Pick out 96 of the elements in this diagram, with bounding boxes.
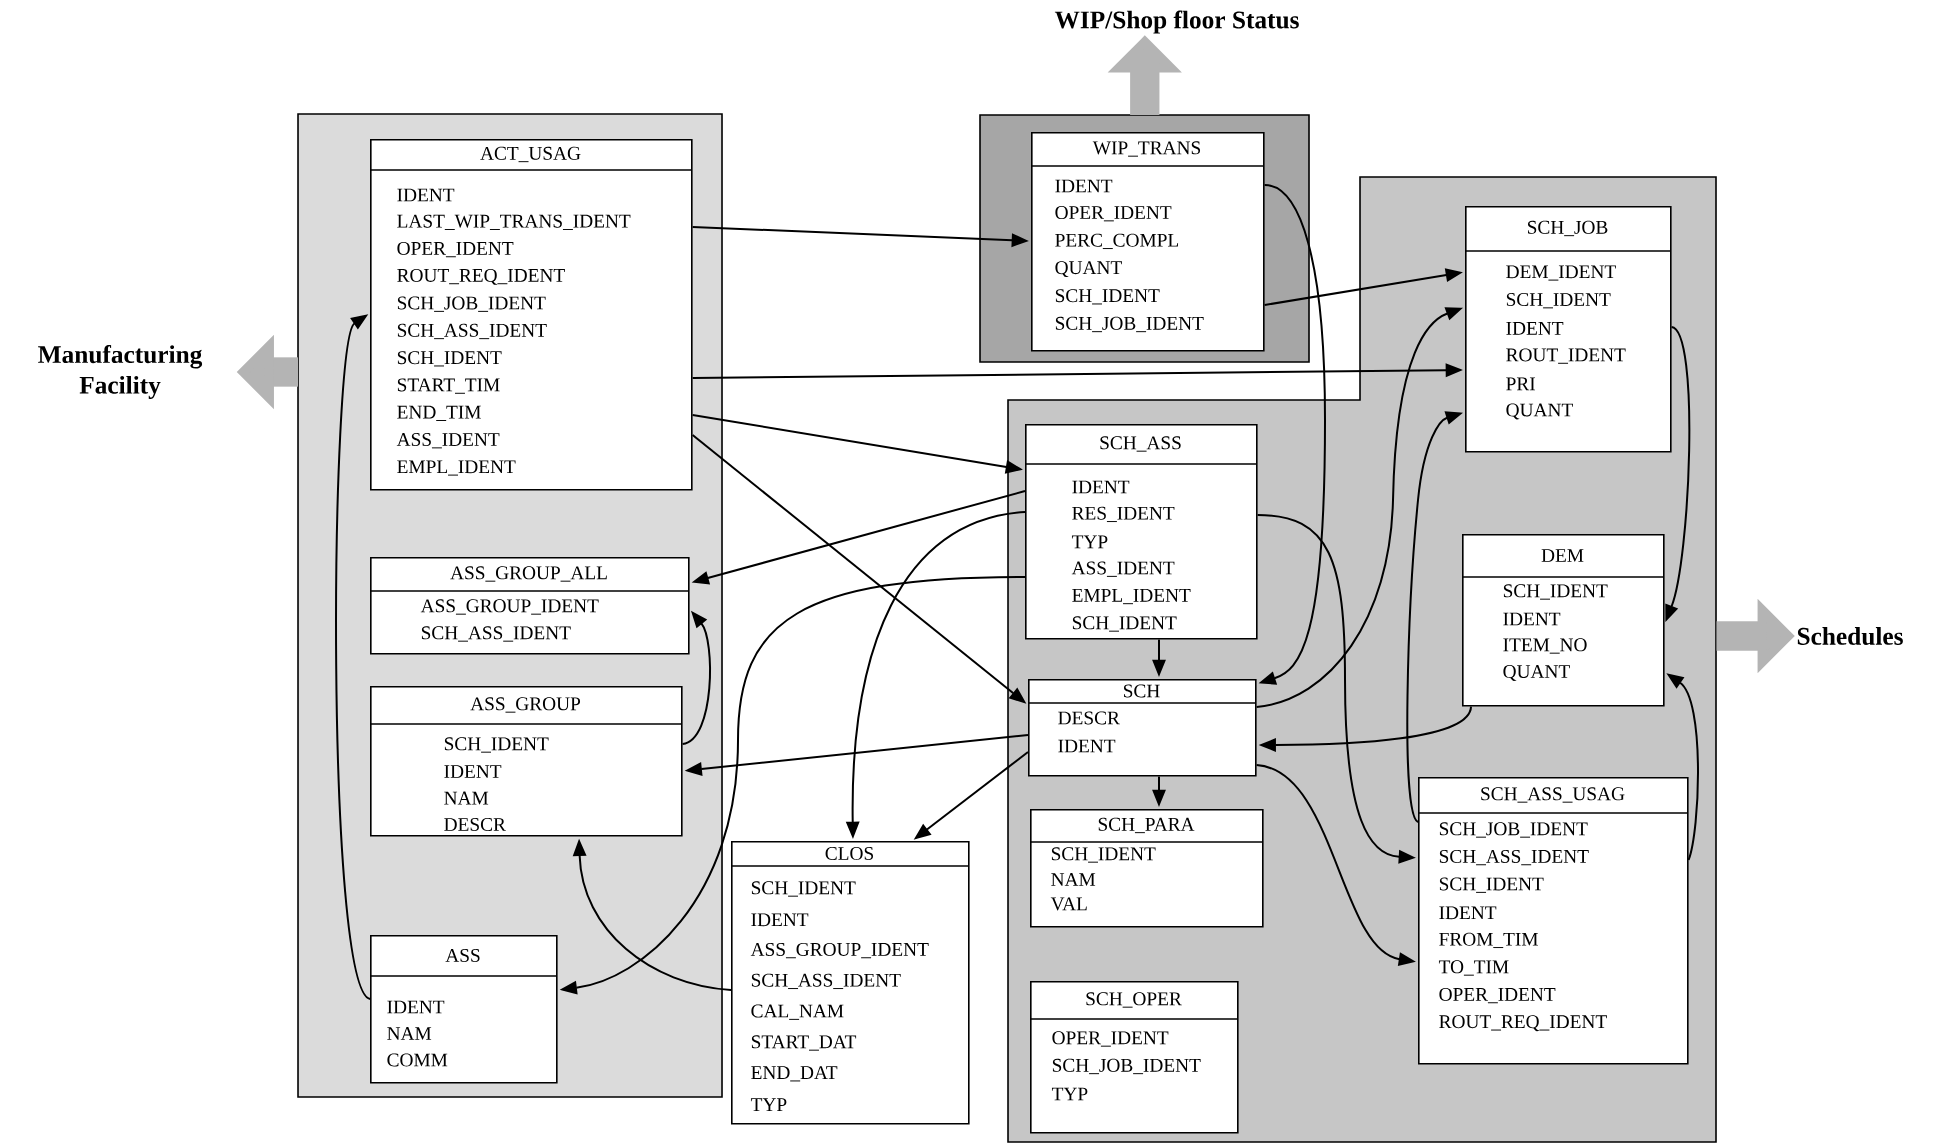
field-name: EMPL_IDENT <box>397 460 516 476</box>
field-name: IDENT <box>397 188 455 202</box>
field-name: IDENT <box>751 913 809 927</box>
table-box <box>1417 777 1689 1065</box>
field-name: SCH_IDENT <box>1055 289 1160 305</box>
field-name: IDENT <box>1072 480 1130 494</box>
field-name: IDENT <box>1058 739 1116 753</box>
field-name: COMM <box>387 1053 448 1067</box>
arrow <box>335 314 371 1000</box>
field-name: NAM <box>1051 873 1096 886</box>
table-header: SCH_PARA <box>1098 817 1195 834</box>
table-box <box>369 139 693 491</box>
field-name: END_TIM <box>397 405 481 421</box>
field-name: SCH_ASS_IDENT <box>751 973 901 990</box>
table-header: ASS_GROUP_ALL <box>450 566 607 582</box>
field-name: SCH_JOB_IDENT <box>1055 316 1204 333</box>
field-name: TYP <box>750 1098 787 1111</box>
field-name: NAM <box>444 791 489 805</box>
table-box <box>1464 206 1672 453</box>
field-name: TYP <box>1051 1087 1088 1101</box>
field-name: SCH_IDENT <box>1072 616 1177 632</box>
field-name: IDENT <box>1503 612 1561 626</box>
field-name: ASS_GROUP_IDENT <box>750 942 929 959</box>
field-name: ASS_GROUP_IDENT <box>420 599 599 615</box>
external-label: Schedules <box>1797 627 1903 645</box>
table-header: SCH_ASS <box>1100 436 1181 452</box>
table-box <box>369 557 690 655</box>
external-label: Manufacturing Facility <box>38 345 203 399</box>
field-name: ROUT_REQ_IDENT <box>1439 1015 1607 1032</box>
table-header: SCH <box>1124 684 1160 698</box>
field-name: QUANT <box>1055 261 1122 278</box>
field-name: IDENT <box>444 765 502 778</box>
table-box <box>1461 534 1665 707</box>
field-name: OPER_IDENT <box>397 241 514 258</box>
field-name: END_DAT <box>751 1066 838 1082</box>
field-name: ROUT_REQ_IDENT <box>397 268 565 285</box>
field-name: QUANT <box>1503 665 1570 681</box>
field-name: SCH_IDENT <box>1506 293 1611 309</box>
field-name: CAL_NAM <box>751 1004 844 1020</box>
table-header: ASS <box>445 949 480 962</box>
field-name: RES_IDENT <box>1072 506 1175 523</box>
field-name: SCH_IDENT <box>1503 584 1608 600</box>
field-name: IDENT <box>1506 322 1564 335</box>
field-name: QUANT <box>1506 403 1573 420</box>
field-name: FROM_TIM <box>1439 932 1538 949</box>
table-box <box>369 935 558 1084</box>
field-name: SCH_IDENT <box>444 737 549 753</box>
table-box <box>1029 981 1239 1134</box>
field-name: PRI <box>1506 377 1536 391</box>
table-header: SCH_OPER <box>1086 992 1182 1008</box>
table-box <box>1029 809 1264 928</box>
field-name: DESCR <box>1058 711 1120 725</box>
table-box <box>1030 132 1265 352</box>
table-box <box>730 841 970 1125</box>
field-name: EMPL_IDENT <box>1072 589 1191 605</box>
field-name: OPER_IDENT <box>1055 206 1172 222</box>
external-label: WIP/Shop floor Status <box>1054 10 1299 34</box>
table-header: SCH_JOB <box>1527 220 1608 237</box>
field-name: NAM <box>387 1027 432 1040</box>
field-name: SCH_ASS_IDENT <box>421 626 571 642</box>
field-name: SCH_JOB_IDENT <box>1052 1058 1201 1075</box>
field-name: START_DAT <box>751 1035 857 1051</box>
field-name: VAL <box>1050 897 1087 911</box>
field-name: OPER_IDENT <box>1439 987 1556 1004</box>
field-name: SCH_IDENT <box>751 881 856 897</box>
field-name: SCH_IDENT <box>1051 847 1156 863</box>
field-name: SCH_IDENT <box>397 351 502 367</box>
table-box <box>369 686 683 837</box>
table-box <box>1024 424 1258 640</box>
table-header: ASS_GROUP <box>470 697 581 713</box>
field-name: DEM_IDENT <box>1506 265 1616 281</box>
field-name: IDENT <box>1055 179 1113 193</box>
field-name: SCH_JOB_IDENT <box>397 296 546 312</box>
table-header: DEM <box>1541 549 1584 562</box>
field-name: TO_TIM <box>1438 960 1509 976</box>
field-name: ROUT_IDENT <box>1506 348 1626 364</box>
table-header: CLOS <box>825 847 873 860</box>
field-name: LAST_WIP_TRANS_IDENT <box>397 214 631 230</box>
field-name: SCH_IDENT <box>1439 877 1544 893</box>
field-name: IDENT <box>387 1000 445 1014</box>
field-name: START_TIM <box>397 378 500 394</box>
field-name: DESCR <box>444 818 506 831</box>
field-name: ASS_IDENT <box>396 433 500 449</box>
field-name: TYP <box>1071 535 1108 549</box>
table-box <box>1027 679 1257 777</box>
table-header: WIP_TRANS <box>1092 141 1201 157</box>
table-header: ACT_USAG <box>480 146 581 163</box>
table-header: SCH_ASS_USAG <box>1481 787 1625 803</box>
field-name: ITEM_NO <box>1503 638 1587 654</box>
field-name: OPER_IDENT <box>1052 1031 1169 1047</box>
field-name: IDENT <box>1439 906 1497 920</box>
field-name: ASS_IDENT <box>1071 561 1175 577</box>
field-name: SCH_ASS_IDENT <box>397 323 547 340</box>
field-name: SCH_ASS_IDENT <box>1439 849 1589 866</box>
field-name: PERC_COMPL <box>1055 233 1179 250</box>
field-name: SCH_JOB_IDENT <box>1439 822 1588 838</box>
